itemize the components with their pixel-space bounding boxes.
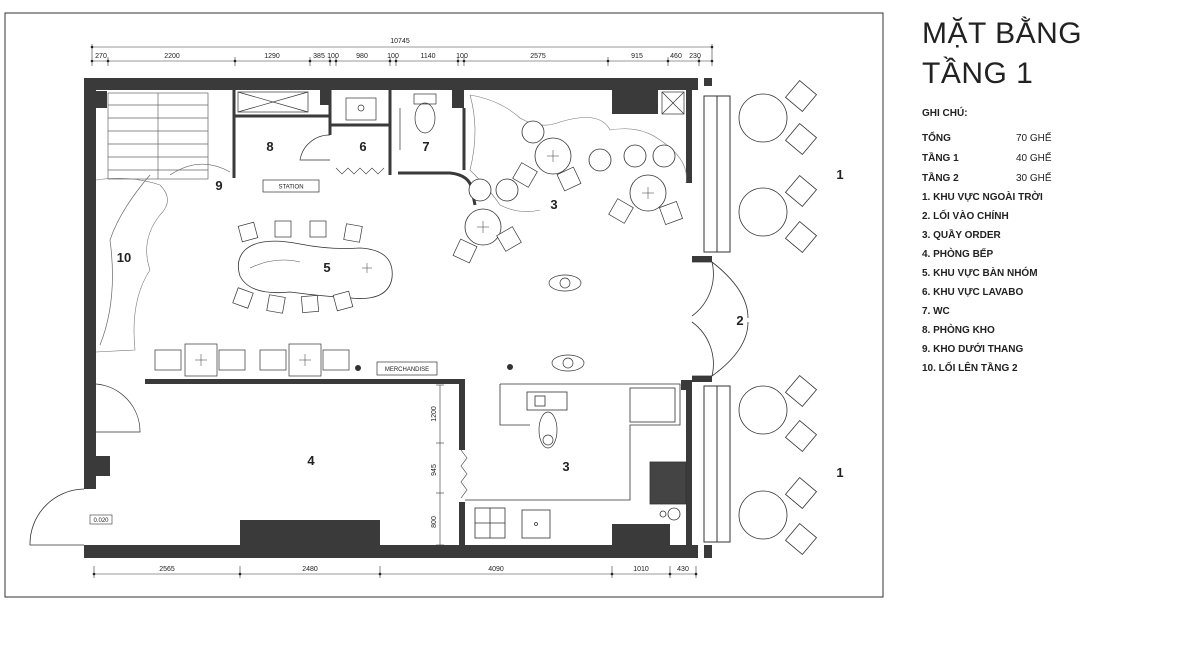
legend-item: 9. KHO DƯỚI THANG	[922, 344, 1024, 355]
wc-curve-wall	[398, 171, 477, 206]
table-grain	[249, 259, 301, 269]
top-dimension-ticks	[90, 45, 714, 63]
outdoor-chairs	[784, 79, 818, 556]
level-marker	[89, 514, 113, 525]
top-dim: 2200	[164, 53, 180, 60]
overall-dimension: 10745	[390, 38, 410, 45]
room-label-1-bottom: 1	[836, 465, 843, 480]
column-dot	[355, 365, 361, 371]
sink-zigzag	[335, 167, 385, 175]
room-label-8: 8	[266, 139, 273, 154]
staircase	[99, 92, 231, 346]
kitchen-door	[95, 383, 141, 433]
top-dimensions	[91, 44, 713, 66]
bottom-dimension-ticks	[92, 572, 698, 576]
room-label-4: 4	[307, 453, 315, 468]
bottom-dim: 2565	[159, 566, 175, 573]
partitions	[232, 90, 466, 178]
room-label-6: 6	[359, 139, 366, 154]
count-label: TỔNG	[922, 133, 951, 144]
walls	[84, 78, 712, 558]
order-counter	[465, 383, 687, 539]
room-label-10: 10	[117, 250, 131, 265]
legend-item: 1. KHU VỰC NGOÀI TRỜI	[922, 192, 1043, 203]
room-label-1-top: 1	[836, 167, 843, 182]
main-entrance-doors	[691, 261, 749, 377]
bar-tables	[154, 343, 350, 377]
side-dim: 800	[431, 516, 438, 528]
merchandise-box	[376, 361, 438, 376]
person-figure	[538, 274, 585, 449]
group-table-mark	[362, 263, 372, 273]
bottom-dim: 1010	[633, 566, 649, 573]
legend-panel: MẶT BẰNG TẦNG 1 GHI CHÚ: TỔNG 70 GHẾ TẦN…	[922, 14, 1192, 374]
top-dim: 100	[456, 53, 468, 60]
top-dim: 1140	[420, 53, 435, 60]
top-dim: 385	[313, 53, 325, 60]
cafe-chairs	[452, 162, 683, 264]
room-label-2: 2	[736, 313, 743, 328]
room-label-9: 9	[215, 178, 222, 193]
toilet	[413, 93, 437, 134]
lavabo-sink	[345, 97, 377, 121]
bar-table-marks	[195, 354, 311, 366]
station-label: STATION	[278, 185, 303, 191]
legend-item: 3. QUẦY ORDER	[922, 230, 1001, 241]
room-label-3-bottom: 3	[562, 459, 569, 474]
column-dot	[507, 364, 513, 370]
floor-plan: 10745 270 2200 1290 385 100 980 100 1140…	[4, 12, 884, 598]
group-table	[237, 240, 393, 299]
top-dim: 100	[327, 53, 339, 60]
count-label: TẦNG 2	[922, 173, 959, 184]
top-dim: 270	[95, 53, 107, 60]
room-label-5: 5	[323, 260, 330, 275]
legend-item: 7. WC	[922, 306, 950, 317]
bottom-dim: 2480	[302, 566, 318, 573]
count-row: TỔNG 70 GHẾ	[922, 133, 1192, 144]
top-dim: 230	[689, 53, 701, 60]
storage-door	[299, 134, 331, 161]
side-dim: 1200	[431, 406, 438, 422]
count-row: TẦNG 2 30 GHẾ	[922, 173, 1192, 184]
top-dim: 980	[356, 53, 368, 60]
legend-item: 4. PHÒNG BẾP	[922, 249, 994, 260]
count-value: 30 GHẾ	[1016, 173, 1052, 184]
legend-item: 8. PHÒNG KHO	[922, 325, 995, 336]
legend-item: 10. LỐI LÊN TẦNG 2	[922, 363, 1018, 374]
room-label-3-top: 3	[550, 197, 557, 212]
bottom-dimensions	[93, 566, 697, 578]
level-label: 0.020	[93, 518, 109, 524]
count-value: 70 GHẾ	[1016, 133, 1052, 144]
legend-title-line1: MẶT BẰNG	[922, 17, 1083, 50]
legend-item: 2. LỐI VÀO CHÍNH	[922, 211, 1009, 222]
top-dim: 1290	[264, 53, 280, 60]
room-label-7: 7	[422, 139, 429, 154]
top-dim: 2575	[530, 53, 546, 60]
kitchen-zigzag	[460, 449, 468, 499]
side-exit-door	[29, 488, 85, 546]
top-dim: 460	[670, 53, 682, 60]
count-label: TẦNG 1	[922, 153, 959, 164]
group-table-chairs	[232, 220, 363, 314]
outdoor-tables	[738, 93, 788, 540]
bottom-dim: 430	[677, 566, 689, 573]
drawing-frame	[4, 12, 884, 598]
cafe-table-marks	[477, 150, 654, 233]
side-dim: 945	[431, 464, 438, 476]
count-row: TẦNG 1 40 GHẾ	[922, 153, 1192, 164]
facade-windows	[703, 95, 731, 543]
legend-title-line2: TẦNG 1	[922, 57, 1034, 90]
top-dim: 100	[387, 53, 399, 60]
top-dim: 915	[631, 53, 643, 60]
notes-heading: GHI CHÚ:	[922, 108, 968, 119]
merchandise-label: MERCHANDISE	[385, 367, 429, 373]
legend-item: 5. KHU VỰC BÀN NHÓM	[922, 268, 1038, 279]
bottom-dim: 4090	[488, 566, 504, 573]
count-value: 40 GHẾ	[1016, 153, 1052, 164]
station-box	[262, 179, 320, 193]
legend-item: 6. KHU VỰC LAVABO	[922, 287, 1024, 298]
storage-shelf	[237, 91, 685, 115]
